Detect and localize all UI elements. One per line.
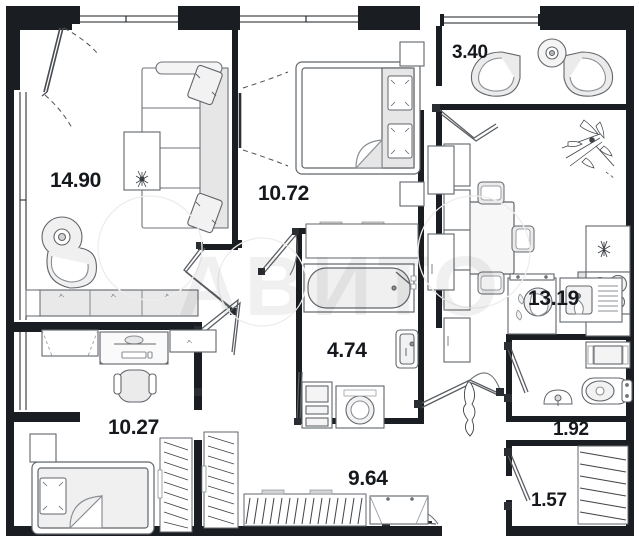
hallway-shoe-bench: [369, 495, 429, 525]
wc-mirror: [585, 341, 631, 369]
plant-icon: [135, 170, 149, 188]
kitchen-chair-right: [511, 225, 535, 253]
balcony-side-table: [537, 38, 567, 68]
room-area-storage: 1.57: [531, 490, 567, 511]
bedroom-small-desk-left-ext: [41, 329, 99, 357]
bathroom-radiator: [305, 223, 419, 259]
living-room-cushion-bottom: [187, 192, 223, 234]
hallway-wardrobe: [243, 489, 367, 527]
room-area-balcony: 3.40: [452, 42, 488, 63]
door-bedroom-main: [258, 228, 299, 276]
living-room-cushion-top: [187, 64, 223, 106]
bedroom-small-nightstand: [29, 433, 57, 463]
living-room-lower-shelf: [25, 289, 41, 317]
bedroom-nightstand-bottom: [399, 181, 425, 207]
hallway-plant-decor: [463, 381, 476, 437]
room-area-bedroom-main: 10.72: [258, 182, 310, 205]
bathroom-washbasin: [395, 329, 419, 369]
bedroom-small-chair: [113, 369, 157, 403]
corridor-upper-cabinet: [427, 145, 455, 195]
door-bathroom: [294, 371, 303, 425]
room-area-bedroom-small: 10.27: [108, 416, 160, 439]
kitchen-dishwasher: [507, 273, 557, 335]
bedroom-small-desk: [99, 331, 169, 365]
balcony-chair-right: [563, 51, 614, 97]
door-living-room-entry: [41, 27, 99, 129]
bathroom-cabinet: [301, 381, 333, 429]
kitchen-chair-top: [477, 181, 505, 205]
bathroom-washing-machine: [335, 385, 385, 429]
room-area-wc: 1.92: [553, 419, 589, 440]
living-room-tv-unit: [37, 289, 199, 317]
hallway-coat-closet: [201, 431, 239, 529]
door-hall-left-swing: [183, 242, 237, 315]
door-balcony: [439, 109, 499, 142]
bathroom-bathtub: [303, 263, 417, 313]
wc-wall-lamp-icon: [543, 389, 573, 406]
bedroom-small-pillow: [39, 477, 67, 515]
faint-guides: [97, 195, 531, 327]
room-area-living-room: 14.90: [50, 169, 102, 192]
kitchen-dining-table: [467, 201, 515, 275]
storage-shelving: [577, 445, 629, 525]
kitchen-chair-bottom: [477, 271, 505, 295]
door-bathroom-swing: [414, 372, 504, 409]
bedroom-nightstand-top: [399, 41, 425, 67]
bedroom-pillow-top: [387, 75, 413, 111]
door-living-to-hall: [238, 71, 289, 167]
kitchen-refrigerator: [585, 225, 631, 273]
living-room-armchair: [41, 216, 98, 289]
door-wc: [504, 342, 529, 402]
bedroom-small-desk-right-ext: [169, 329, 217, 353]
kitchen-flower-vase: [561, 119, 615, 179]
bedroom-small-wardrobe: [157, 437, 193, 533]
corridor-niche-cabinet: [427, 233, 455, 291]
room-area-bathroom: 4.74: [327, 339, 367, 362]
living-room-coffee-table: [123, 131, 161, 191]
furniture: [25, 38, 633, 535]
door-storage: [504, 448, 531, 510]
balcony-chair-left: [470, 51, 521, 97]
bedroom-pillow-bottom: [387, 123, 413, 159]
wc-toilet: [581, 377, 633, 405]
room-area-hallway: 9.64: [348, 467, 388, 490]
wall-structure: [6, 6, 634, 536]
kitchen-sink: [559, 277, 623, 323]
room-area-kitchen: 13.19: [528, 287, 580, 310]
